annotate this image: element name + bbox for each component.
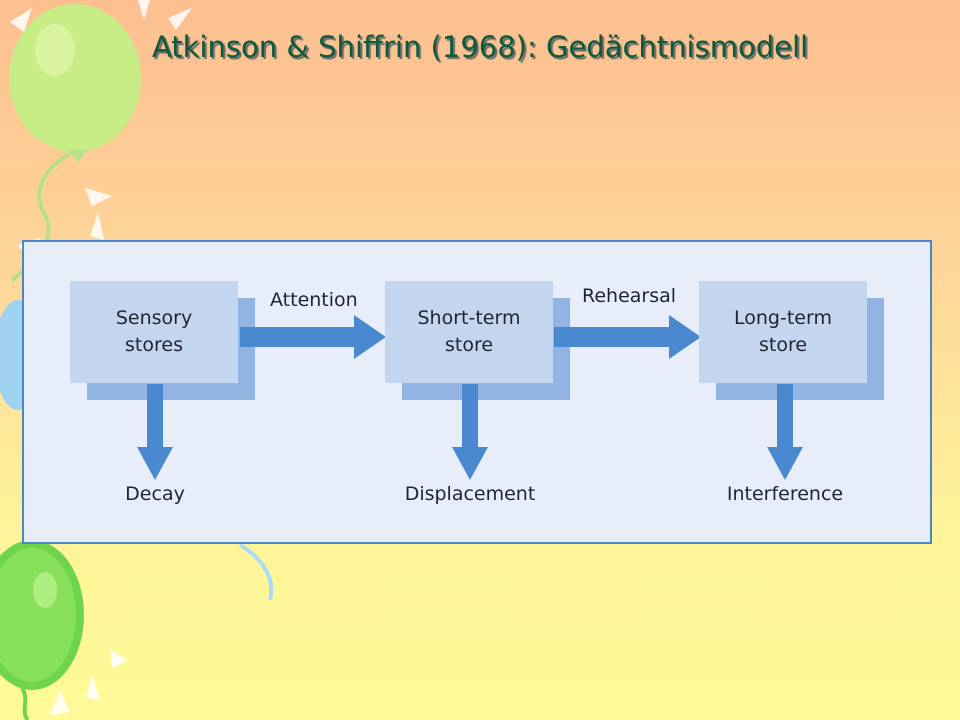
attention-arrow: [240, 315, 386, 359]
long-term-store-box: Long-term store: [699, 281, 867, 383]
short-term-store-box: Short-term store: [385, 281, 553, 383]
interference-arrow: [767, 384, 803, 480]
balloon-bottom-decoration: [0, 540, 274, 720]
memory-model-panel: Sensory stores Short-term store Long-ter…: [22, 240, 932, 544]
displacement-label: Displacement: [404, 483, 536, 505]
decay-label: Decay: [125, 483, 185, 505]
flow-arrows: [137, 315, 803, 480]
long-term-store-line1: Long-term: [734, 307, 832, 329]
decay-arrow: [137, 384, 173, 480]
rehearsal-label: Rehearsal: [582, 285, 677, 307]
sensory-stores-line1: Sensory: [115, 307, 193, 329]
short-term-store-line1: Short-term: [417, 307, 521, 329]
sensory-stores-line2: stores: [125, 334, 183, 356]
sensory-stores-box: Sensory stores: [70, 281, 238, 383]
attention-label: Attention: [270, 289, 358, 311]
sparkle-decorations: [10, 0, 192, 715]
short-term-store-line2: store: [444, 334, 494, 356]
balloon-top-decoration: [9, 4, 141, 282]
long-term-store-line2: store: [758, 334, 808, 356]
interference-label: Interference: [726, 483, 844, 505]
slide-title: Atkinson & Shiffrin (1968): Gedächtnismo…: [151, 30, 809, 64]
displacement-arrow: [452, 384, 488, 480]
rehearsal-arrow: [554, 315, 701, 359]
